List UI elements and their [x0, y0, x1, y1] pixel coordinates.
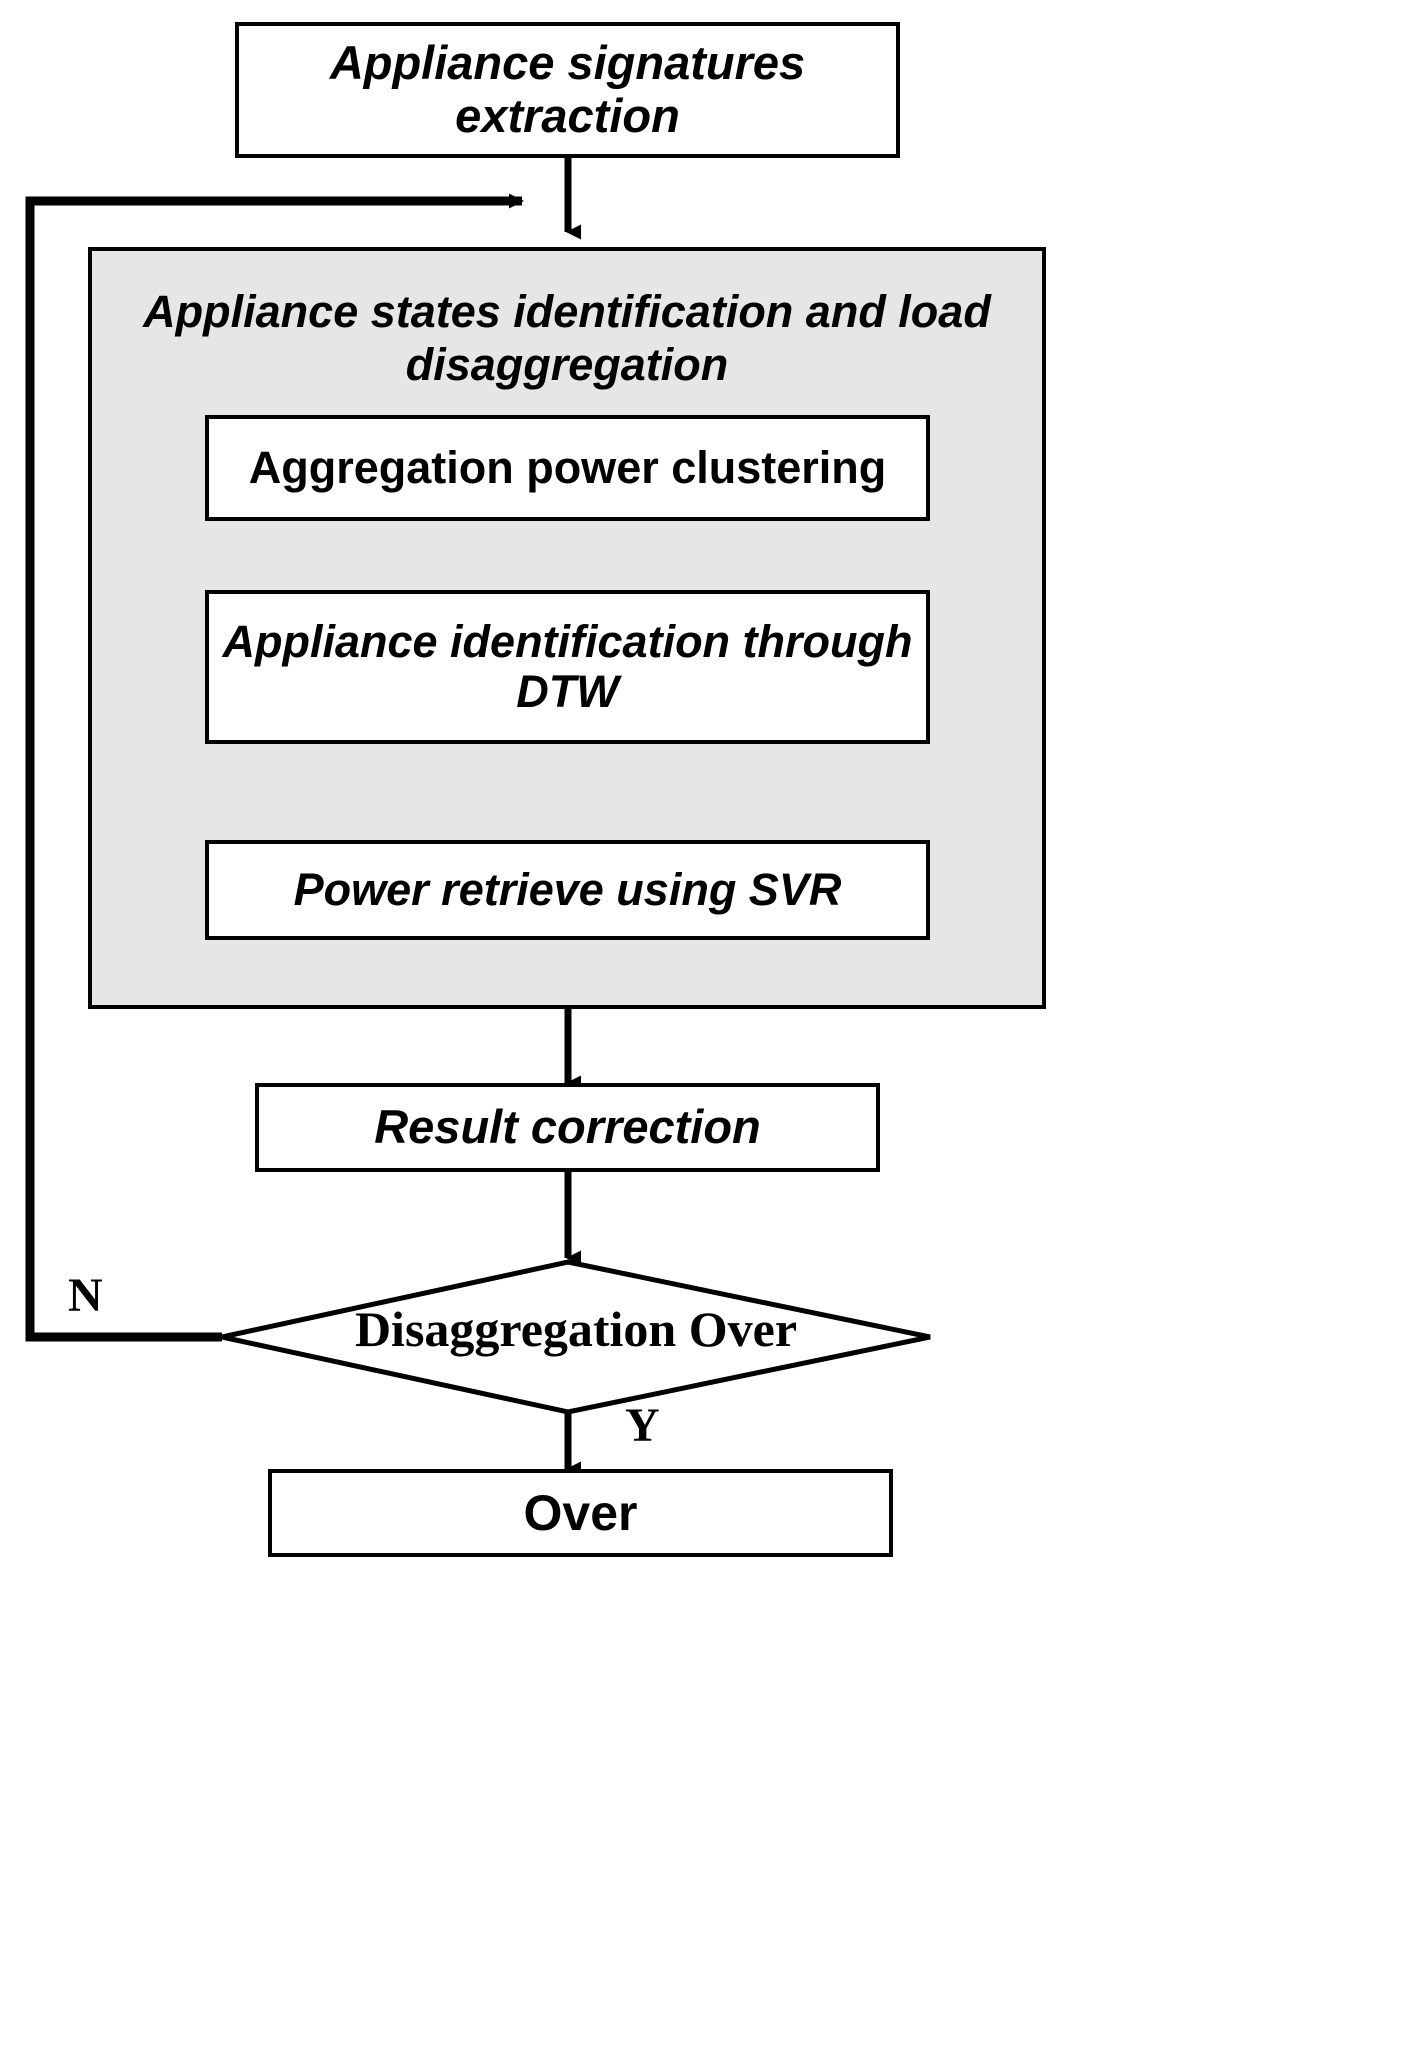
- node-label: Appliance signatures extraction: [329, 36, 806, 142]
- node-result-correction[interactable]: Result correction: [255, 1083, 880, 1172]
- group-title-label: Appliance states identification and load…: [143, 286, 991, 391]
- node-decision-disaggregation-over[interactable]: Disaggregation Over: [222, 1300, 930, 1358]
- node-power-retrieve-using-svr[interactable]: Power retrieve using SVR: [205, 840, 930, 940]
- edge-feedback-loop: [25, 193, 524, 1342]
- node-label: Power retrieve using SVR: [293, 863, 842, 915]
- node-appliance-identification-through-dtw[interactable]: Appliance identification through DTW: [205, 590, 930, 744]
- node-label: Disaggregation Over: [354, 1301, 798, 1357]
- edge-label-yes: Y: [625, 1398, 660, 1453]
- node-aggregation-power-clustering[interactable]: Aggregation power clustering: [205, 415, 930, 521]
- node-appliance-signatures-extraction[interactable]: Appliance signatures extraction: [235, 22, 900, 158]
- node-label: Result correction: [374, 1100, 761, 1154]
- edge-label-no: N: [68, 1268, 103, 1323]
- node-label: Appliance identification through DTW: [222, 615, 913, 717]
- edge-label-text: N: [68, 1269, 103, 1322]
- node-label: Over: [523, 1485, 638, 1541]
- edge-label-text: Y: [625, 1399, 660, 1452]
- node-over[interactable]: Over: [268, 1469, 893, 1557]
- node-label: Aggregation power clustering: [248, 441, 887, 493]
